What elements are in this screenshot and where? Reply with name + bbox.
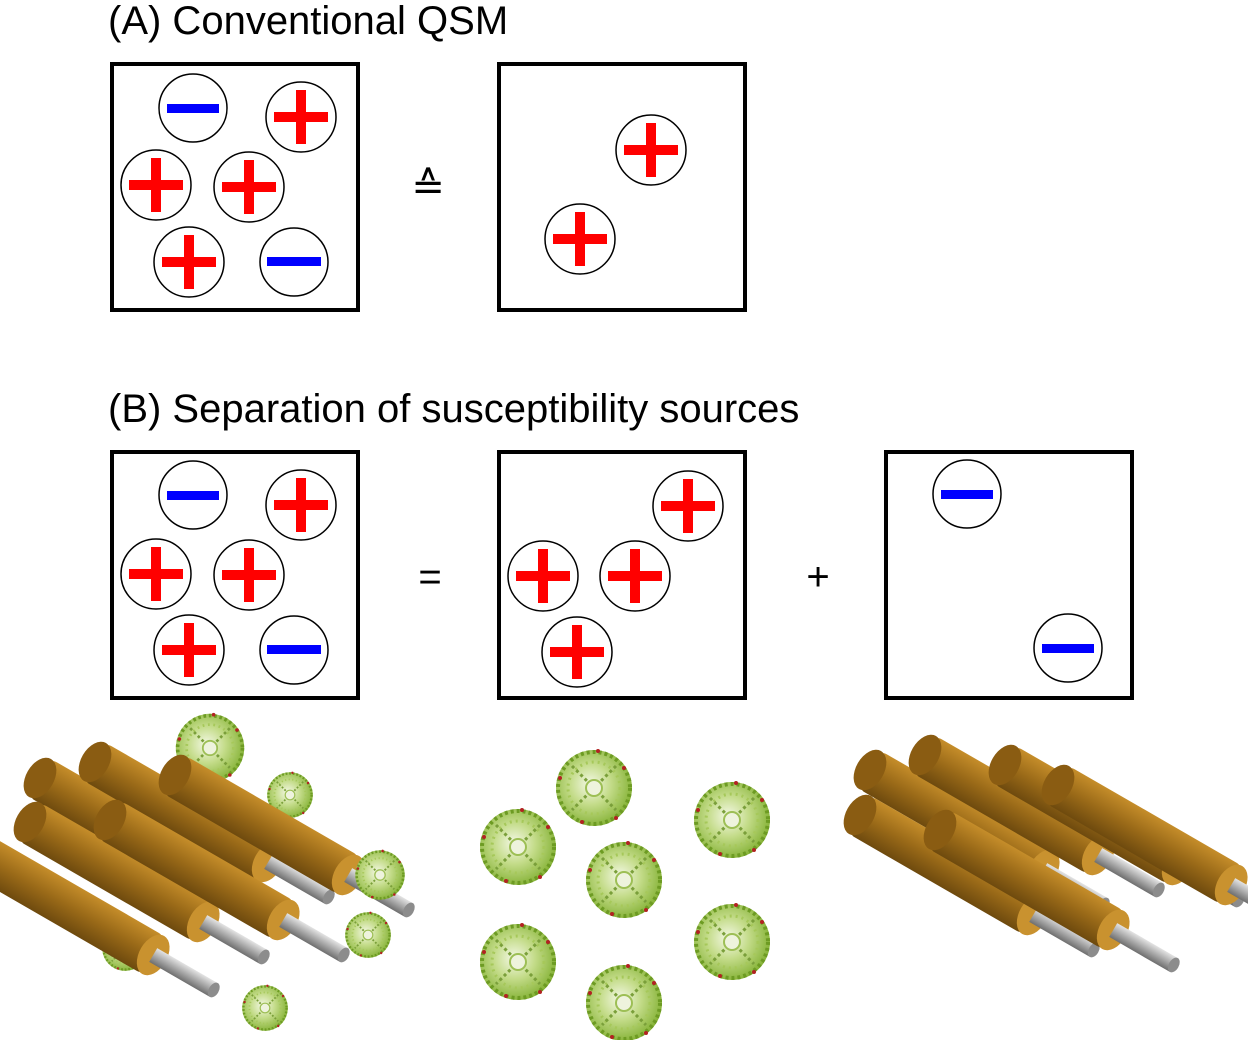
positive-source: [120, 538, 192, 610]
negative-source: [259, 615, 329, 685]
corresponds-to-operator: ≙: [411, 165, 445, 209]
ferritin-particle: [584, 962, 664, 1040]
panel-b-positive: [497, 450, 747, 700]
positive-source: [544, 203, 616, 275]
ferritin-particle: [692, 779, 772, 860]
ferritin-particle: [584, 839, 664, 920]
positive-source: [652, 470, 724, 542]
positive-source: [213, 151, 285, 223]
positive-source: [153, 614, 225, 686]
panel-b-mixed: [110, 450, 360, 700]
negative-source: [158, 73, 228, 143]
positive-source: [153, 226, 225, 298]
positive-source: [507, 540, 579, 612]
section-b-heading: (B) Separation of susceptibility sources: [108, 387, 799, 431]
ferritin-particle: [240, 983, 289, 1033]
ferritin-particle: [478, 921, 558, 1002]
negative-source: [259, 227, 329, 297]
ferritin-particle: [554, 747, 634, 828]
positive-source: [120, 149, 192, 221]
panel-a-mixed: [110, 62, 360, 312]
positive-source: [213, 539, 285, 611]
illustration-myelin-only: [836, 728, 1248, 987]
negative-source: [932, 459, 1002, 529]
section-a-heading: (A) Conventional QSM: [108, 0, 508, 43]
positive-source: [265, 81, 337, 153]
negative-source: [158, 460, 228, 530]
plus-operator: +: [806, 555, 829, 599]
ferritin-particle: [692, 901, 772, 982]
illustration-mixed-tissue: [0, 711, 425, 1033]
ferritin-particle: [344, 910, 392, 959]
illustration-ferritin-only: [478, 747, 772, 1040]
equals-operator: =: [418, 555, 441, 599]
positive-source: [615, 114, 687, 186]
positive-source: [265, 469, 337, 541]
negative-source: [1033, 613, 1103, 683]
panel-a-net: [497, 62, 747, 312]
positive-source: [599, 540, 671, 612]
positive-source: [541, 616, 613, 688]
ferritin-particle: [478, 806, 558, 887]
panel-b-negative: [884, 450, 1134, 700]
ferritin-particle: [353, 848, 407, 902]
